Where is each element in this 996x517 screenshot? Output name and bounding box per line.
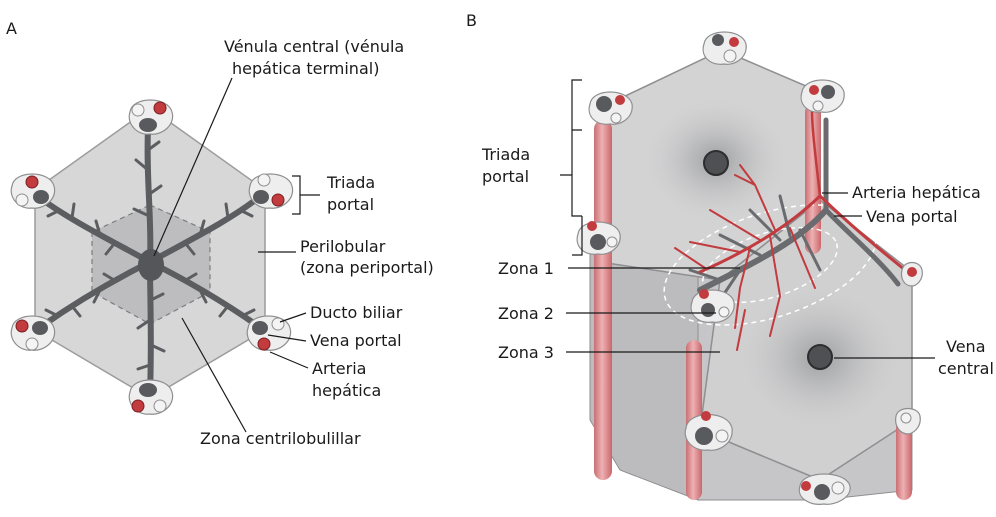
label-vena-portal-b: Vena portal — [866, 207, 958, 226]
label-venula-central-2: hepática terminal) — [232, 59, 379, 78]
label-vena-central-2: central — [938, 359, 994, 378]
triad-b-lower-right — [896, 409, 921, 435]
triad-b-top — [703, 32, 746, 64]
vessel-tube-left — [594, 120, 612, 480]
triad-b-upper-left — [589, 92, 632, 124]
triad-b-center — [691, 289, 734, 322]
panel-a-letter: A — [6, 19, 17, 38]
label-vena-portal-a: Vena portal — [310, 331, 402, 350]
portal-triad-upper-right — [249, 174, 292, 208]
label-triada-a-1: Triada — [326, 173, 375, 192]
label-perilobular-2: (zona periportal) — [300, 258, 434, 277]
triad-b-left-mid — [577, 221, 620, 254]
portal-triad-upper-left — [11, 174, 54, 208]
label-vena-central-1: Vena — [946, 337, 986, 356]
label-venula-central-1: Vénula central (vénula — [224, 37, 404, 56]
label-perilobular-1: Perilobular — [300, 237, 386, 256]
label-triada-b-2: portal — [482, 167, 529, 186]
label-triada-b-1: Triada — [481, 145, 530, 164]
triad-b-bottom — [799, 474, 850, 504]
label-zona-1: Zona 1 — [498, 259, 554, 278]
label-zona-2: Zona 2 — [498, 304, 554, 323]
central-vein-upper — [704, 151, 728, 175]
label-arteria-hepatica-b: Arteria hepática — [852, 183, 981, 202]
label-zona-centrilobulillar: Zona centrilobulillar — [200, 429, 361, 448]
portal-triad-top — [129, 100, 172, 134]
central-vein — [138, 249, 164, 281]
panel-a: A — [6, 19, 434, 448]
central-vein-lower — [808, 345, 832, 369]
panel-b: B — [466, 11, 994, 504]
label-zona-3: Zona 3 — [498, 343, 554, 362]
triad-b-upper-right — [801, 80, 844, 112]
portal-triad-lower-left — [11, 316, 54, 350]
panel-b-letter: B — [466, 11, 477, 30]
label-triada-a-2: portal — [327, 195, 374, 214]
label-ducto-biliar: Ducto biliar — [310, 303, 403, 322]
triad-b-right — [901, 263, 922, 287]
label-arteria-a-1: Arteria — [312, 359, 366, 378]
label-arteria-a-2: hepática — [312, 381, 381, 400]
portal-triad-bottom — [129, 380, 172, 414]
